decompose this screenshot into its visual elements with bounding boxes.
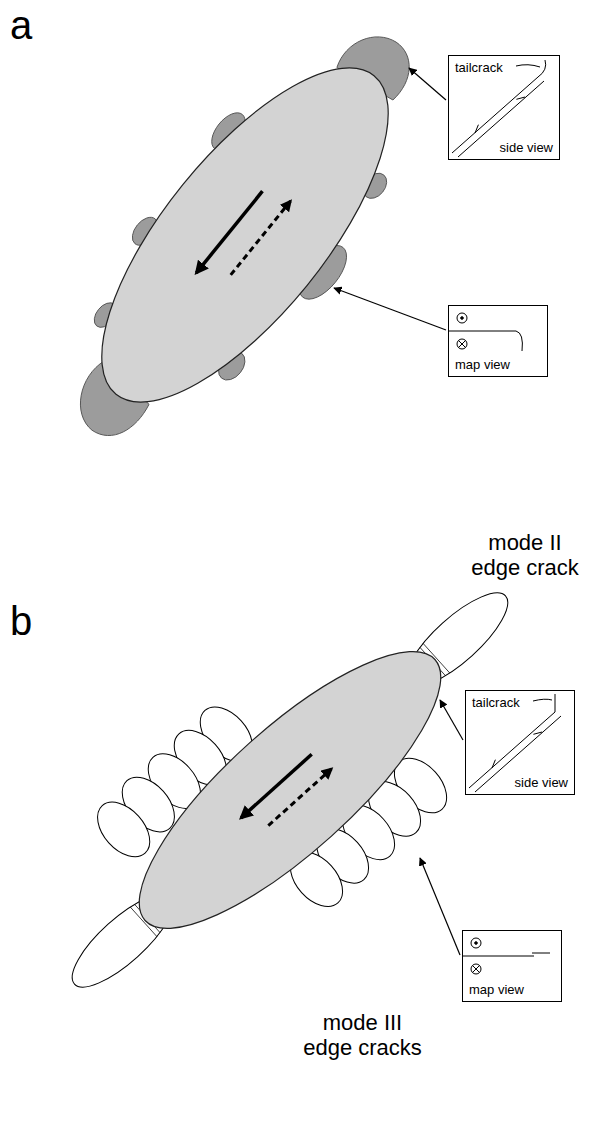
side-view-inset: tailcrack side view: [448, 55, 560, 160]
leader-arrows: [334, 68, 463, 955]
map-view-inset: map view: [448, 305, 548, 377]
inset-caption: tailcrack: [472, 695, 520, 710]
map-view-inset: map view: [462, 930, 562, 1002]
inset-caption: tailcrack: [455, 60, 503, 75]
crack-label: mode II edge crack: [466, 530, 584, 581]
panel-letter: b: [10, 598, 32, 644]
side-view-inset: tailcrack side view: [465, 690, 575, 795]
map-view-sketch: [448, 313, 522, 351]
view-label: map view: [469, 982, 524, 997]
crack-label: mode III edge cracks: [300, 1010, 425, 1061]
fault-ellipse-b: [0, 510, 583, 1071]
panel-letter: a: [10, 2, 32, 48]
map-view-sketch: [462, 938, 550, 974]
view-label: side view: [515, 775, 568, 790]
view-label: map view: [455, 357, 510, 372]
view-label: side view: [500, 140, 553, 155]
fault-ellipse-a: [19, 0, 477, 491]
